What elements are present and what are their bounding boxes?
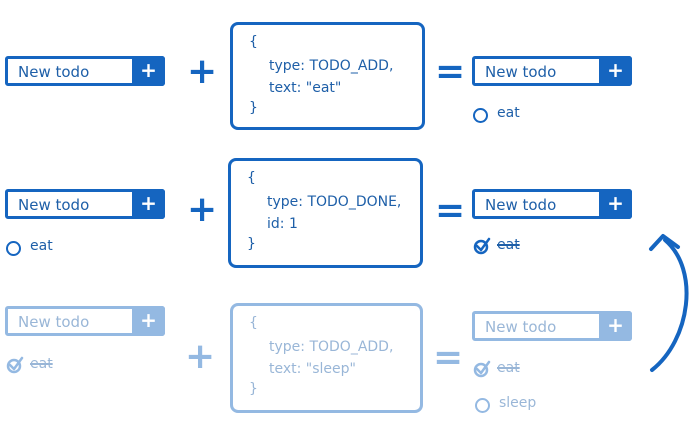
plus-operator: + [187, 189, 218, 230]
plus-operator: + [185, 336, 216, 377]
todo-input-before[interactable]: New todo + [5, 56, 165, 86]
todo-item-label: eat [497, 105, 520, 121]
todo-input-placeholder: New todo [18, 63, 90, 81]
todo-input-placeholder: New todo [485, 318, 557, 336]
todo-input-placeholder: New todo [18, 196, 90, 214]
action-payload-line: text: "eat" [269, 80, 342, 96]
action-payload-line: id: 1 [267, 216, 298, 232]
add-todo-button[interactable]: + [599, 56, 632, 86]
action-payload-line: text: "sleep" [269, 361, 356, 377]
todo-item-label: eat [497, 360, 520, 376]
action-close-brace: } [247, 236, 256, 252]
action-object: { type: TODO_ADD, text: "sleep" } [230, 303, 423, 413]
action-open-brace: { [249, 315, 258, 331]
todo-input-placeholder: New todo [18, 313, 90, 331]
action-close-brace: } [249, 381, 258, 397]
todo-input-after[interactable]: New todo + [472, 189, 632, 219]
todo-item-label: eat [30, 238, 53, 254]
action-open-brace: { [249, 34, 258, 50]
action-object: { type: TODO_ADD, text: "eat" } [230, 22, 425, 130]
checked-circle-icon[interactable] [473, 360, 491, 378]
checked-circle-icon[interactable] [6, 356, 24, 374]
todo-input-placeholder: New todo [485, 196, 557, 214]
unchecked-circle-icon[interactable] [473, 108, 488, 123]
todo-input-before[interactable]: New todo + [5, 306, 165, 336]
action-open-brace: { [247, 170, 256, 186]
add-todo-button[interactable]: + [599, 311, 632, 341]
equals-operator: = [435, 51, 466, 92]
plus-operator: + [187, 51, 218, 92]
action-type-line: type: TODO_ADD, [269, 339, 394, 355]
add-todo-button[interactable]: + [132, 189, 165, 219]
todo-item-label: eat [30, 356, 53, 372]
todo-input-before[interactable]: New todo + [5, 189, 165, 219]
add-todo-button[interactable]: + [599, 189, 632, 219]
todo-input-after[interactable]: New todo + [472, 56, 632, 86]
unchecked-circle-icon[interactable] [6, 241, 21, 256]
unchecked-circle-icon[interactable] [475, 398, 490, 413]
equals-operator: = [435, 190, 466, 231]
todo-input-after[interactable]: New todo + [472, 311, 632, 341]
equals-operator: = [433, 337, 464, 378]
action-object: { type: TODO_DONE, id: 1 } [228, 158, 423, 268]
checked-circle-icon[interactable] [473, 237, 491, 255]
todo-item-label: sleep [499, 395, 537, 411]
add-todo-button[interactable]: + [132, 306, 165, 336]
action-type-line: type: TODO_DONE, [267, 194, 402, 210]
add-todo-button[interactable]: + [132, 56, 165, 86]
todo-item-label: eat [497, 237, 520, 253]
action-type-line: type: TODO_ADD, [269, 58, 394, 74]
todo-input-placeholder: New todo [485, 63, 557, 81]
action-close-brace: } [249, 100, 258, 116]
